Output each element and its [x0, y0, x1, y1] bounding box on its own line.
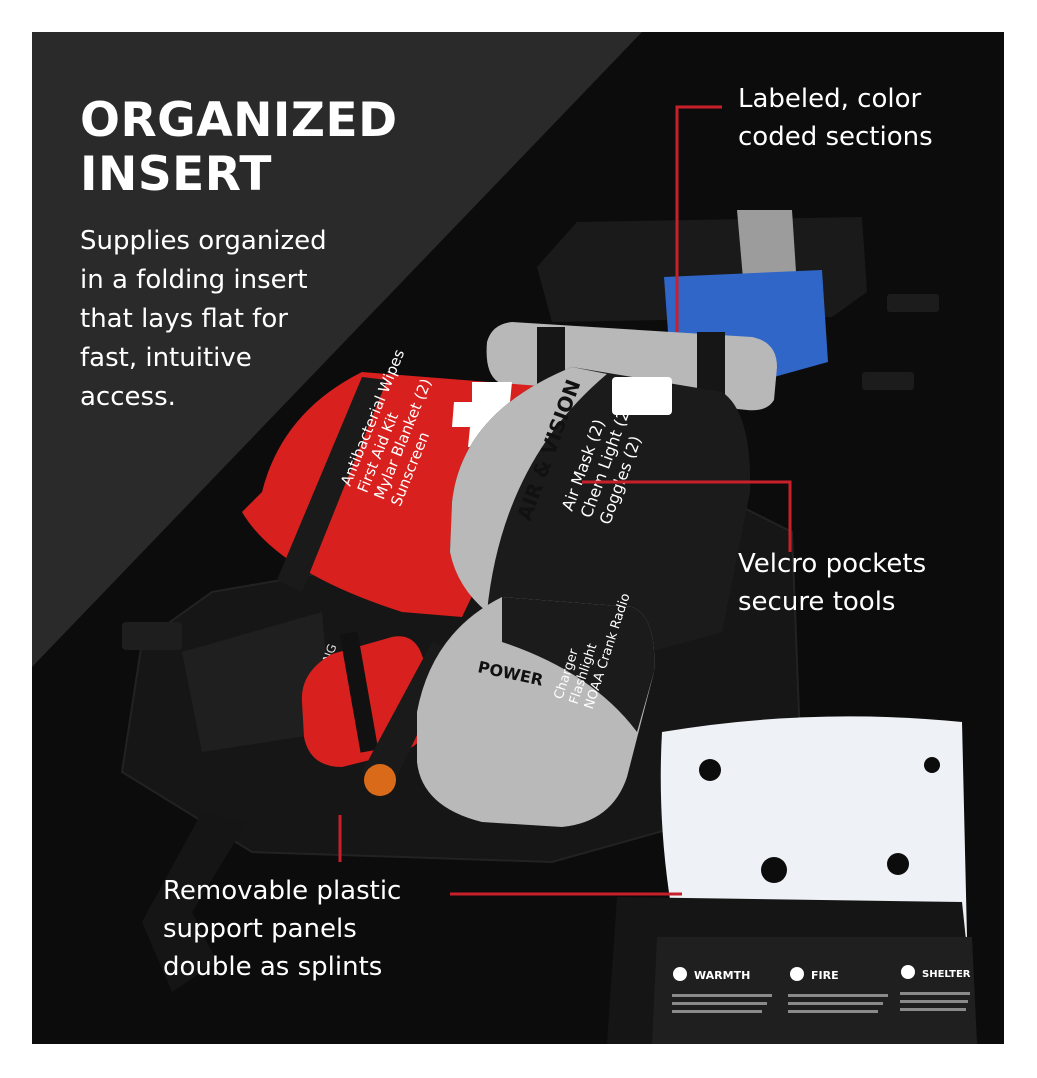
- callout-support-panels: Removable plastic support panels double …: [163, 872, 401, 986]
- strap-left: [142, 812, 247, 992]
- callout-panels-line-1: Removable plastic: [163, 876, 402, 906]
- callout-velcro-pockets: Velcro pockets secure tools: [738, 545, 926, 621]
- plastic-support-panel: [660, 716, 967, 937]
- lighting-pocket: [182, 612, 332, 752]
- subtext-line-5: access.: [80, 382, 176, 412]
- panel-hole: [699, 759, 721, 781]
- subtext-line-4: fast, intuitive: [80, 343, 252, 373]
- red-pouch-strap: [277, 377, 387, 592]
- subtext: Supplies organized in a folding insert t…: [80, 222, 410, 417]
- leader-line-velcro: [582, 480, 792, 552]
- warmth-icon: [673, 967, 687, 981]
- flashlight-lens: [364, 764, 396, 796]
- leader-line-labeled: [675, 105, 722, 332]
- headline-line-1: ORGANIZED: [80, 93, 398, 148]
- subtext-line-3: that lays flat for: [80, 304, 288, 334]
- panel-hole: [761, 857, 787, 883]
- shelter-icon: [901, 965, 915, 979]
- card-section-shelter: SHELTER: [922, 969, 971, 980]
- panel-hole: [887, 853, 909, 875]
- buckle-top-right: [887, 294, 939, 312]
- buckle-left: [122, 622, 182, 650]
- air-vision-gray-band: [450, 367, 607, 612]
- callout-labeled-sections: Labeled, color coded sections: [738, 80, 933, 156]
- subtext-line-1: Supplies organized: [80, 226, 327, 256]
- extinguisher-strap: [339, 631, 379, 753]
- card-section-fire: FIRE: [811, 969, 839, 982]
- callout-velcro-line-1: Velcro pockets: [738, 549, 927, 579]
- power-pouch-top: [502, 597, 655, 732]
- fire-icon: [790, 967, 804, 981]
- subtext-line-2: in a folding insert: [80, 265, 308, 295]
- panel-hole: [924, 757, 940, 773]
- product-image-panel: Antibacterial Wipes First Aid Kit Mylar …: [32, 32, 1004, 1044]
- product-illustration: Antibacterial Wipes First Aid Kit Mylar …: [32, 32, 977, 1044]
- diagonal-band: [32, 32, 642, 667]
- callout-labeled-line-1: Labeled, color: [738, 84, 922, 114]
- instruction-card: [652, 937, 977, 1044]
- callout-velcro-line-2: secure tools: [738, 587, 896, 617]
- headline: ORGANIZED INSERT: [80, 94, 398, 202]
- top-gray-strap: [737, 210, 797, 290]
- first-aid-cross-icon: [452, 382, 532, 447]
- card-fine-print: [672, 992, 970, 1013]
- buckle-mid-right: [862, 372, 914, 390]
- air-icon-badge: [612, 377, 672, 415]
- callout-panels-line-2: support panels: [163, 914, 357, 944]
- card-section-warmth: WARMTH: [694, 969, 750, 982]
- headline-line-2: INSERT: [80, 147, 272, 202]
- callout-labeled-line-2: coded sections: [738, 122, 933, 152]
- blue-pouch: [664, 270, 828, 377]
- callout-panels-line-3: double as splints: [163, 952, 383, 982]
